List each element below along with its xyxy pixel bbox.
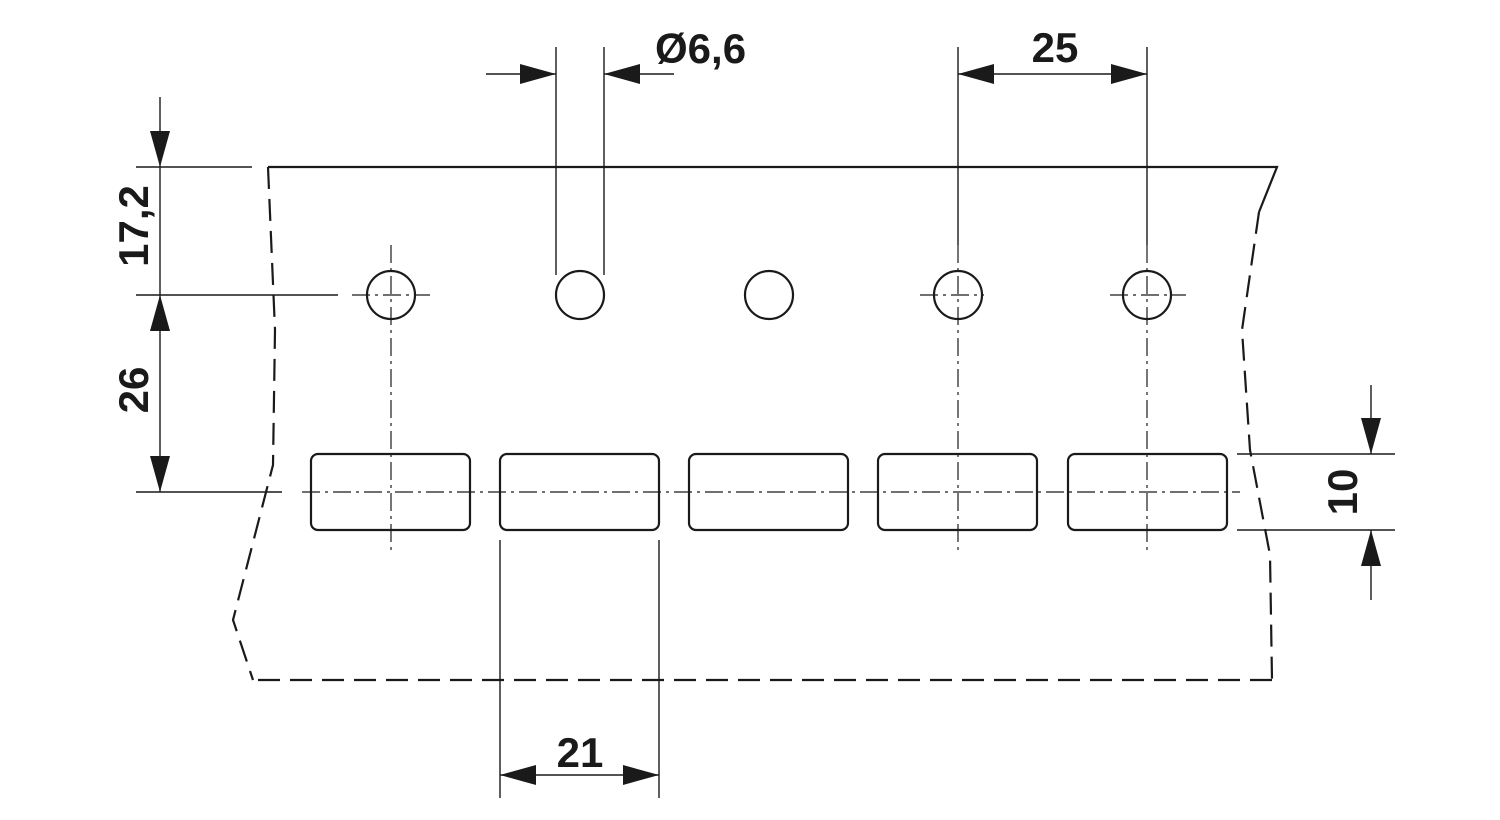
arrow-head: [623, 765, 659, 785]
arrow-head: [604, 64, 640, 84]
rail-right-break-line: [1240, 211, 1274, 681]
hole-row: [365, 269, 1173, 321]
slot-height-label: 10: [1319, 469, 1366, 516]
rail-outline: [231, 165, 1279, 682]
dimension-slot-width: 21: [499, 540, 660, 798]
arrow-head: [1361, 530, 1381, 566]
arrow-head: [150, 131, 170, 167]
rail-top-edge: [268, 165, 1279, 213]
arrow-head: [150, 456, 170, 492]
arrow-head: [520, 64, 556, 84]
dimension-hole-pitch: 25: [957, 24, 1148, 245]
arrow-head: [1111, 64, 1147, 84]
dimension-hole-diameter: Ø6,6: [486, 25, 746, 275]
arrow-head: [1361, 418, 1381, 454]
dimension-slot-height: 10: [1237, 385, 1395, 600]
hole-row-to-slot-label: 26: [110, 367, 157, 414]
slot-width-label: 21: [557, 729, 604, 776]
hole-diameter-label: Ø6,6: [655, 25, 746, 72]
rail-left-break-line: [231, 166, 277, 681]
dimension-top-to-hole-row: 17,2: [110, 97, 338, 296]
hole-2: [554, 269, 606, 321]
center-lines: [302, 245, 1240, 555]
arrow-head: [500, 765, 536, 785]
hole-pitch-label: 25: [1032, 24, 1079, 71]
hole-3: [743, 269, 795, 321]
dimension-hole-row-to-slot: 26: [110, 295, 282, 493]
arrow-head: [958, 64, 994, 84]
arrow-head: [150, 295, 170, 331]
top-to-hole-row-label: 17,2: [110, 185, 157, 267]
